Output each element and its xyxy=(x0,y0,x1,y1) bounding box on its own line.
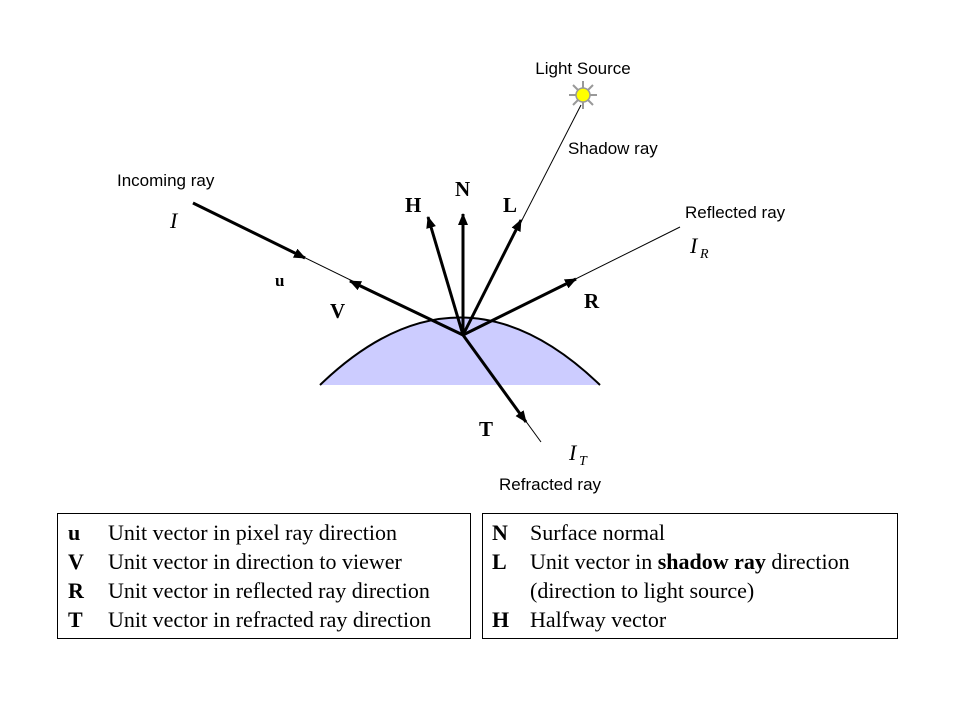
vector-t-label: T xyxy=(479,417,493,441)
reflected-ray-label: Reflected ray xyxy=(685,203,786,222)
vector-v-label: V xyxy=(330,299,345,323)
incoming-ray-label: Incoming ray xyxy=(117,171,215,190)
light-source-label: Light Source xyxy=(535,59,630,78)
legend-description: Unit vector in reflected ray direction xyxy=(108,578,430,603)
sun-icon xyxy=(569,81,597,109)
shadow-ray-label: Shadow ray xyxy=(568,139,658,158)
vector-u xyxy=(192,201,306,260)
legend-description: Halfway vector xyxy=(530,607,667,632)
legend-description: Unit vector in refracted ray direction xyxy=(108,607,432,632)
legend-description-before: Unit vector in xyxy=(530,549,658,574)
legend-description: Unit vector in shadow ray direction xyxy=(530,547,850,576)
legend-left: u Unit vector in pixel ray direction V U… xyxy=(57,513,471,639)
vector-n-label: N xyxy=(455,177,470,201)
legend-symbol: L xyxy=(492,549,507,574)
vector-r xyxy=(462,277,577,337)
legend-description: Surface normal xyxy=(530,520,665,545)
vector-l xyxy=(461,219,523,336)
vector-h-label: H xyxy=(405,193,421,217)
legend-description: (direction to light source) xyxy=(530,578,755,603)
legend-row-u: u Unit vector in pixel ray direction xyxy=(68,518,470,547)
legend-row-v: V Unit vector in direction to viewer xyxy=(68,547,470,576)
vector-r-label: R xyxy=(584,289,600,313)
legend-right: N Surface normal L Unit vector in shadow… xyxy=(482,513,898,639)
legend-row-t: T Unit vector in refracted ray direction xyxy=(68,605,470,634)
intensity-i-label: I xyxy=(169,208,179,233)
legend-description: Unit vector in direction to viewer xyxy=(108,549,402,574)
vector-u-label: u xyxy=(275,271,284,290)
legend-description-bold: shadow ray xyxy=(657,549,766,574)
legend-symbol: u xyxy=(68,520,81,545)
legend-row-l: L Unit vector in shadow ray direction xyxy=(492,547,897,576)
legend-symbol: H xyxy=(492,607,510,632)
intensity-ir-subscript: R xyxy=(699,247,709,262)
vector-h xyxy=(426,216,465,336)
vector-v xyxy=(349,279,464,337)
vector-t xyxy=(461,334,528,423)
legend-description-after: direction xyxy=(765,549,850,574)
legend-row-h: H Halfway vector xyxy=(492,605,897,634)
legend-description: Unit vector in pixel ray direction xyxy=(108,520,397,545)
intensity-it-label: I xyxy=(568,440,578,465)
vector-l-label: L xyxy=(503,193,517,217)
surface-outline xyxy=(319,316,601,386)
legend-row-r: R Unit vector in reflected ray direction xyxy=(68,576,470,605)
intensity-ir-label: I xyxy=(689,233,699,258)
legend-symbol: V xyxy=(68,549,84,574)
refracted-ray-label: Refracted ray xyxy=(499,475,602,494)
legend-symbol: T xyxy=(68,607,83,632)
legend-row-l-continued: (direction to light source) xyxy=(492,576,897,605)
legend-row-n: N Surface normal xyxy=(492,518,897,547)
legend-symbol: N xyxy=(492,520,508,545)
legend-symbol: R xyxy=(68,578,84,603)
intensity-it-subscript: T xyxy=(579,454,588,469)
legend-symbol xyxy=(492,576,530,605)
